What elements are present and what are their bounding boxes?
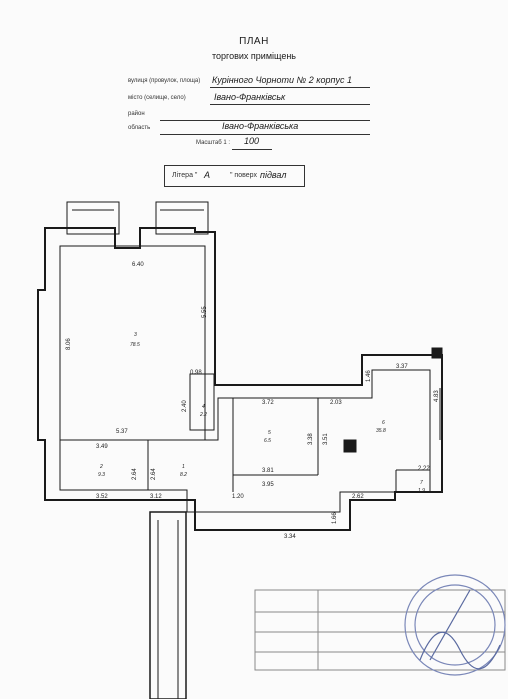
room-5-area: 6.5 bbox=[264, 438, 271, 444]
scale-label: Масштаб 1 : bbox=[196, 140, 231, 146]
balcony-left bbox=[66, 201, 120, 235]
letter-value: А bbox=[204, 170, 211, 180]
toilet-room bbox=[189, 373, 215, 431]
room-4-area: 2.2 bbox=[199, 412, 207, 418]
room-2-area: 9.3 bbox=[98, 472, 105, 478]
dim-222: 2.22 bbox=[418, 466, 430, 472]
settlement-value: Івано-Франківськ bbox=[214, 92, 286, 102]
room-1-number: 1 bbox=[182, 464, 185, 470]
dim-262: 2.62 bbox=[352, 494, 364, 500]
dim-120: 1.20 bbox=[232, 494, 244, 500]
region-value: Івано-Франківська bbox=[222, 121, 299, 131]
dim-264a: 2.64 bbox=[132, 468, 138, 480]
letter-label: Літера " bbox=[172, 172, 198, 179]
street-underline bbox=[210, 87, 370, 88]
room-6-number: 6 bbox=[382, 420, 385, 426]
dim-264b: 2.64 bbox=[151, 468, 157, 480]
floor-value: підвал bbox=[260, 170, 287, 180]
dim-640: 6.40 bbox=[132, 262, 144, 268]
region-label: область bbox=[128, 125, 151, 131]
room-3-number: 3 bbox=[134, 332, 137, 338]
dim-381: 3.81 bbox=[262, 468, 274, 474]
scale-value: 100 bbox=[244, 136, 260, 146]
dim-349: 3.49 bbox=[96, 444, 108, 450]
official-seal bbox=[404, 574, 506, 676]
stamp-table bbox=[254, 589, 506, 671]
dim-352: 3.52 bbox=[96, 494, 108, 500]
settlement-label: місто (селище, село) bbox=[128, 95, 186, 101]
column bbox=[343, 439, 357, 453]
outer-wall bbox=[37, 227, 443, 531]
dim-338: 3.38 bbox=[308, 433, 314, 445]
street-value: Курінного Чорноти № 2 корпус 1 bbox=[212, 75, 352, 85]
room-7-number: 7 bbox=[420, 480, 423, 486]
room-3-area: 78.5 bbox=[130, 342, 140, 348]
document-subtitle: торгових приміщень bbox=[212, 51, 296, 61]
room-2-number: 2 bbox=[99, 464, 103, 470]
floor-label: " поверх bbox=[230, 172, 257, 179]
region-underline bbox=[160, 134, 370, 135]
dim-372: 3.72 bbox=[262, 400, 274, 406]
document-title: ПЛАН bbox=[239, 36, 269, 47]
dim-146: 1.46 bbox=[366, 370, 372, 382]
room-1-area: 8.2 bbox=[180, 472, 187, 478]
dim-312: 3.12 bbox=[150, 494, 162, 500]
dim-395: 3.95 bbox=[262, 482, 274, 488]
dim-806: 8.06 bbox=[66, 338, 72, 350]
street-label: вулиця (провулок, площа) bbox=[128, 78, 201, 84]
district-underline bbox=[160, 120, 370, 121]
dim-240: 2.40 bbox=[182, 400, 188, 412]
dim-334: 3.34 bbox=[284, 534, 296, 540]
room-5-number: 5 bbox=[268, 430, 271, 436]
staircase bbox=[149, 511, 187, 699]
district-label: район bbox=[128, 111, 145, 117]
room-4-number: 4 bbox=[202, 404, 205, 410]
settlement-underline bbox=[210, 104, 370, 105]
dim-166: 1.66 bbox=[332, 512, 338, 524]
dim-337: 3.37 bbox=[396, 364, 408, 370]
room-6-area: 35.8 bbox=[376, 428, 386, 434]
dim-537: 5.37 bbox=[116, 429, 128, 435]
scale-underline bbox=[232, 149, 272, 150]
inner-wall bbox=[59, 245, 431, 513]
dim-203: 2.03 bbox=[330, 400, 342, 406]
letter-floor-box bbox=[164, 165, 305, 187]
dim-351: 3.51 bbox=[323, 433, 329, 445]
dim-098: 0.98 bbox=[190, 370, 202, 376]
dim-555: 5.55 bbox=[202, 306, 208, 318]
room-7-area: 1.9 bbox=[418, 488, 425, 494]
dim-483: 4.83 bbox=[434, 390, 440, 402]
balcony-right bbox=[155, 201, 209, 235]
